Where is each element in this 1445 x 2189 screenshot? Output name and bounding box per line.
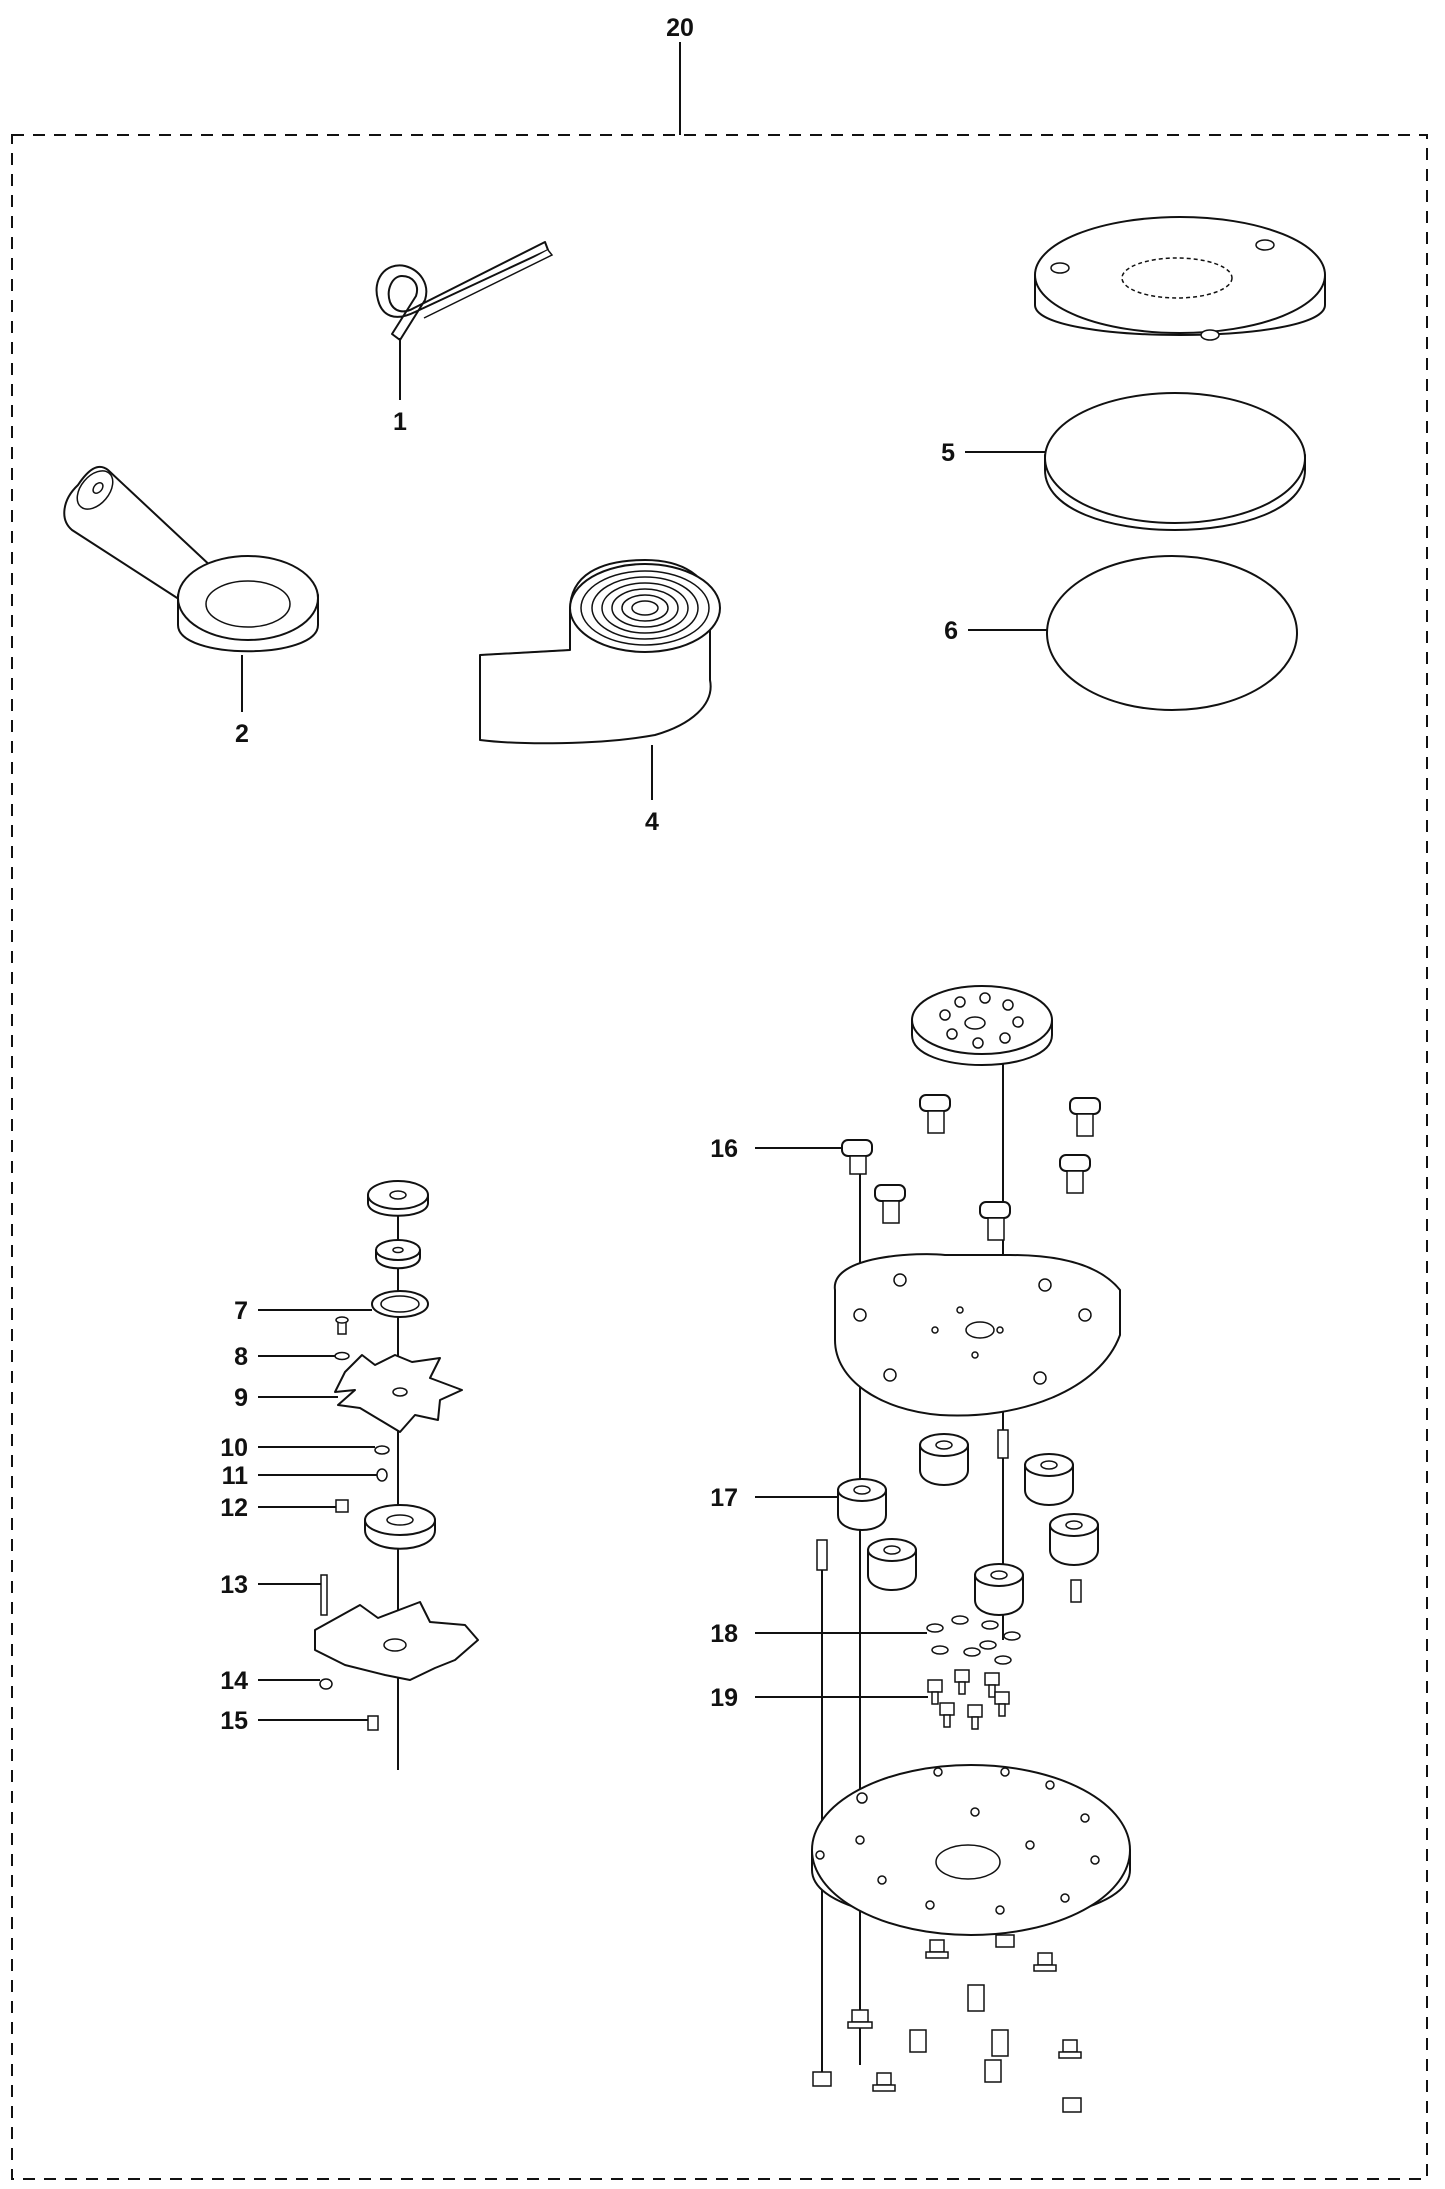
part-4-tape-roll[interactable] xyxy=(479,559,721,745)
small-assembly xyxy=(314,1180,479,1770)
callout-10[interactable]: 10 xyxy=(220,1434,248,1462)
part-6-disc[interactable] xyxy=(1046,555,1298,711)
callout-13[interactable]: 13 xyxy=(220,1571,248,1599)
callout-8[interactable]: 8 xyxy=(234,1343,248,1371)
part-2-eye-pin[interactable] xyxy=(63,464,319,653)
callout-15[interactable]: 15 xyxy=(220,1707,248,1735)
callout-1[interactable]: 1 xyxy=(393,408,407,436)
assembly-boundary xyxy=(11,134,1428,2180)
top-disc xyxy=(1034,216,1326,341)
callout-20[interactable]: 20 xyxy=(666,14,694,42)
callout-17[interactable]: 17 xyxy=(710,1484,738,1512)
callout-19[interactable]: 19 xyxy=(710,1684,738,1712)
callout-18[interactable]: 18 xyxy=(710,1620,738,1648)
large-assembly xyxy=(811,985,1131,2113)
callout-11[interactable]: 11 xyxy=(222,1462,249,1490)
callout-4[interactable]: 4 xyxy=(645,808,659,836)
part-5-disc[interactable] xyxy=(1044,392,1306,531)
callout-2[interactable]: 2 xyxy=(235,720,249,748)
callout-5[interactable]: 5 xyxy=(941,439,955,467)
callout-7[interactable]: 7 xyxy=(234,1297,248,1325)
callout-6[interactable]: 6 xyxy=(944,617,958,645)
callout-12[interactable]: 12 xyxy=(220,1494,248,1522)
callout-14[interactable]: 14 xyxy=(220,1667,248,1695)
callout-9[interactable]: 9 xyxy=(234,1384,248,1412)
part-1-hairpin-clip[interactable] xyxy=(375,241,554,341)
callout-16[interactable]: 16 xyxy=(710,1135,738,1163)
